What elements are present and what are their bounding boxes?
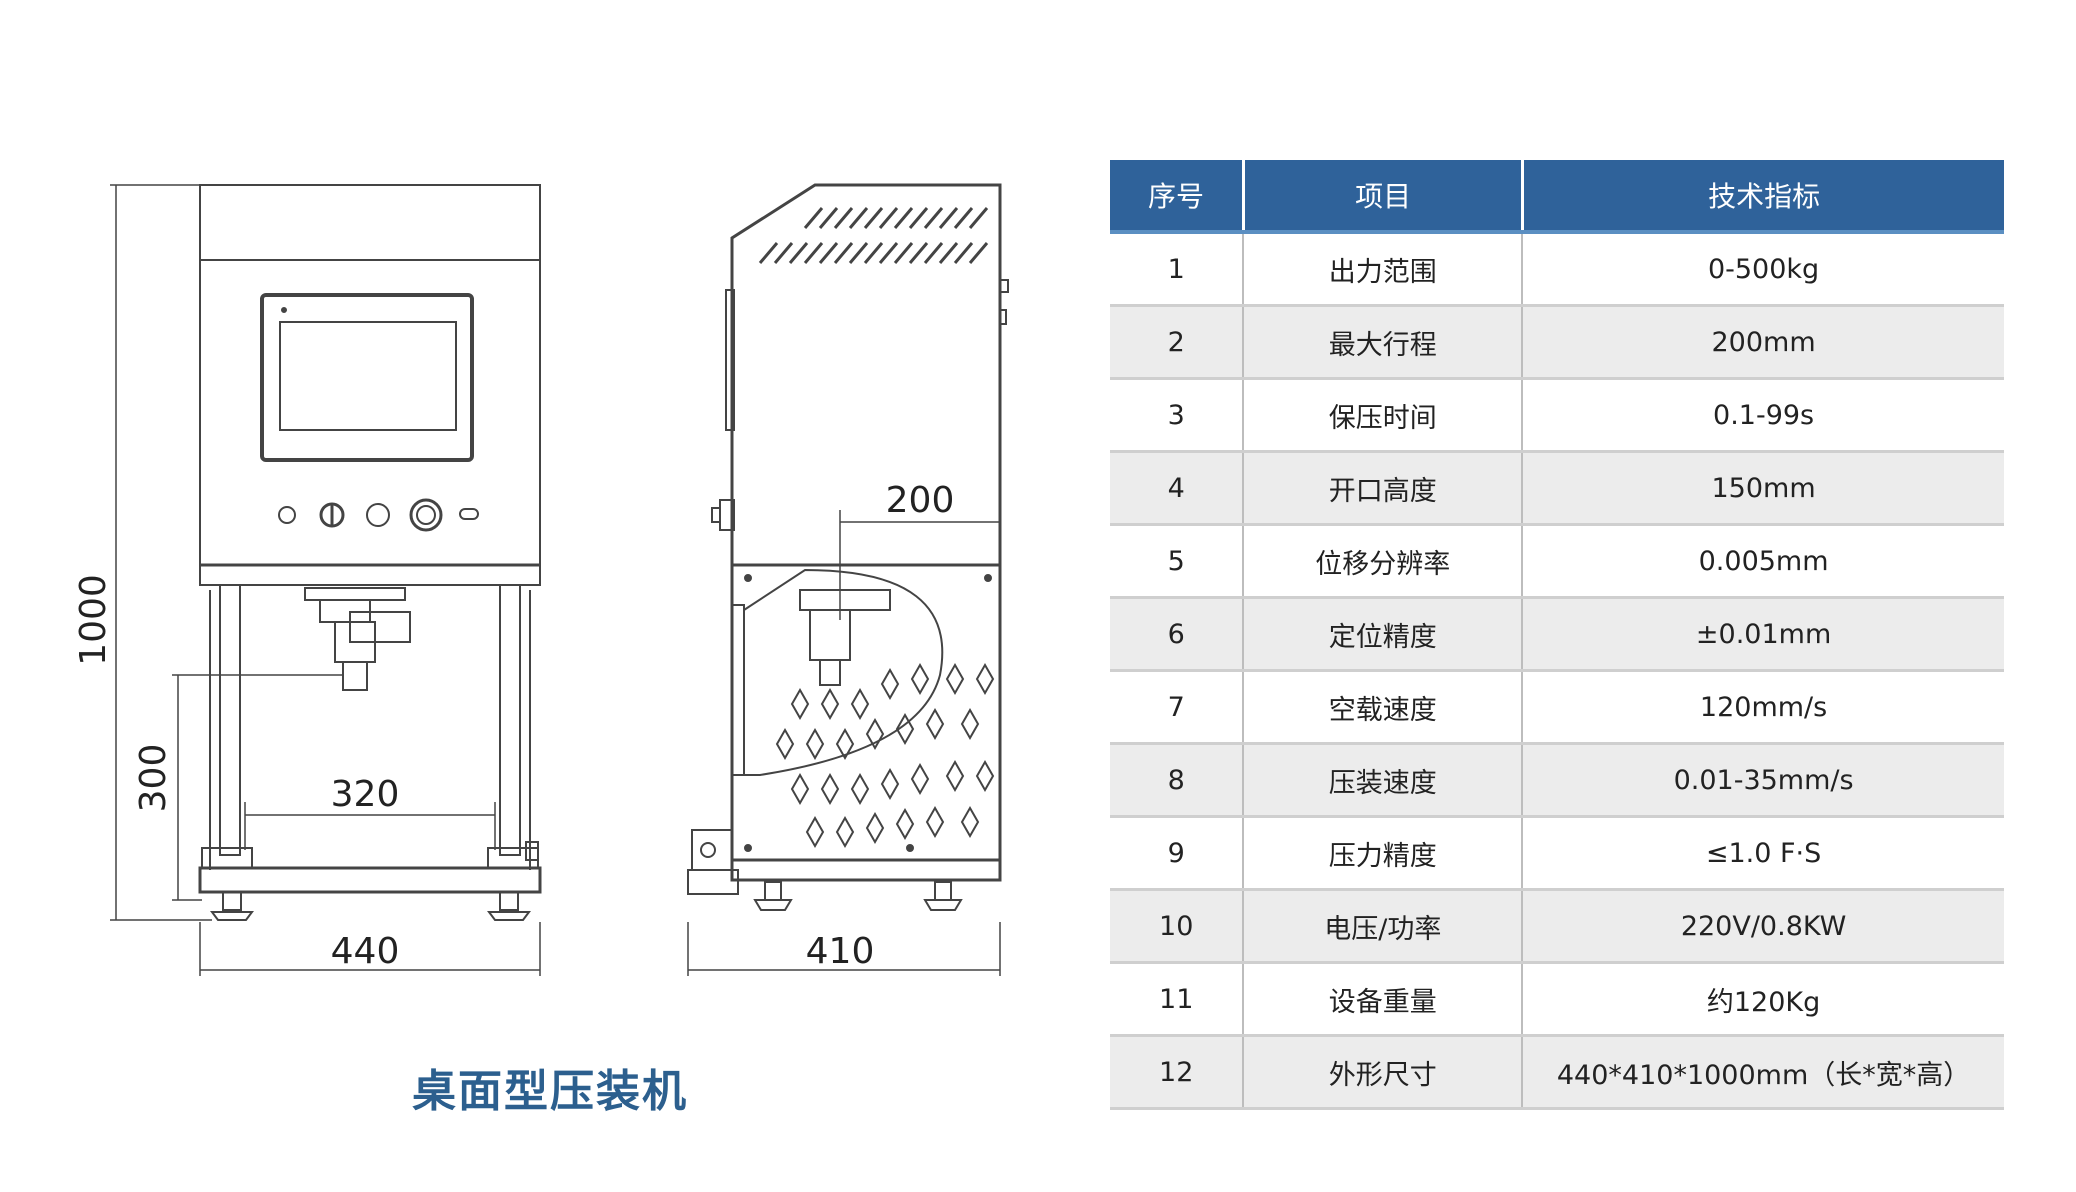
dim-front-width: 440 [331, 931, 400, 972]
row-index: 1 [1110, 234, 1245, 304]
header-item: 项目 [1245, 160, 1525, 230]
row-item: 压力精度 [1244, 818, 1524, 888]
header-index: 序号 [1110, 160, 1246, 230]
row-index: 3 [1110, 380, 1245, 450]
row-item: 外形尺寸 [1244, 1037, 1524, 1107]
row-value: 0.1-99s [1713, 399, 1815, 431]
row-value: 0.005mm [1698, 545, 1829, 577]
front-base [198, 866, 542, 894]
row-item: 最大行程 [1244, 307, 1524, 377]
side-housing [730, 183, 1002, 567]
row-value: 200mm [1711, 326, 1816, 358]
button-icon [459, 508, 479, 520]
dim-front-height: 1000 [73, 574, 114, 666]
row-index: 9 [1110, 818, 1245, 888]
row-index: 6 [1110, 599, 1245, 669]
row-index: 8 [1110, 745, 1245, 815]
row-index: 11 [1110, 964, 1245, 1034]
row-value: 150mm [1711, 472, 1816, 504]
front-view [110, 184, 542, 976]
header-spec: 技术指标 [1708, 180, 1821, 213]
row-item: 保压时间 [1244, 380, 1524, 450]
dim-side-depth: 410 [806, 931, 875, 972]
row-value: ≤1.0 F·S [1705, 837, 1822, 869]
button-icon [278, 506, 296, 524]
row-index: 5 [1110, 526, 1245, 596]
row-item: 设备重量 [1244, 964, 1524, 1034]
technical-drawing: 1000 300 320 440 200 410 [60, 150, 1060, 1020]
row-item: 位移分辨率 [1244, 526, 1524, 596]
row-index: 10 [1110, 891, 1245, 961]
button-icon [319, 502, 345, 528]
table-header: 序号 项目 技术指标 [1110, 160, 2004, 234]
row-item: 出力范围 [1244, 234, 1524, 304]
row-index: 12 [1110, 1037, 1245, 1107]
side-view [687, 183, 1009, 976]
product-caption: 桌面型压装机 [412, 1066, 688, 1117]
row-value: 440*410*1000mm（长*宽*高） [1556, 1059, 1971, 1091]
row-item: 电压/功率 [1244, 891, 1524, 961]
dim-inner-width: 320 [331, 774, 400, 815]
row-item: 空载速度 [1244, 672, 1524, 742]
emergency-stop-icon [409, 498, 443, 532]
column-right [499, 584, 521, 856]
row-index: 4 [1110, 453, 1245, 523]
row-index: 7 [1110, 672, 1245, 742]
row-value: 0-500kg [1707, 253, 1820, 285]
row-value: 约120Kg [1706, 986, 1821, 1018]
row-item: 定位精度 [1244, 599, 1524, 669]
row-value: ±0.01mm [1695, 618, 1832, 650]
dim-stroke: 200 [886, 480, 955, 521]
row-value: 0.01-35mm/s [1673, 764, 1854, 796]
button-icon [366, 503, 390, 527]
row-item: 开口高度 [1244, 453, 1524, 523]
touch-screen [260, 293, 474, 462]
dim-opening-height: 300 [133, 744, 174, 813]
machine-drawing-svg: 1000 300 320 440 200 410 [73, 183, 1009, 976]
row-item: 压装速度 [1244, 745, 1524, 815]
foot-switch [691, 829, 733, 871]
row-index: 2 [1110, 307, 1245, 377]
row-value: 220V/0.8KW [1680, 910, 1847, 942]
column-left [219, 584, 241, 856]
row-value: 120mm/s [1699, 691, 1828, 723]
